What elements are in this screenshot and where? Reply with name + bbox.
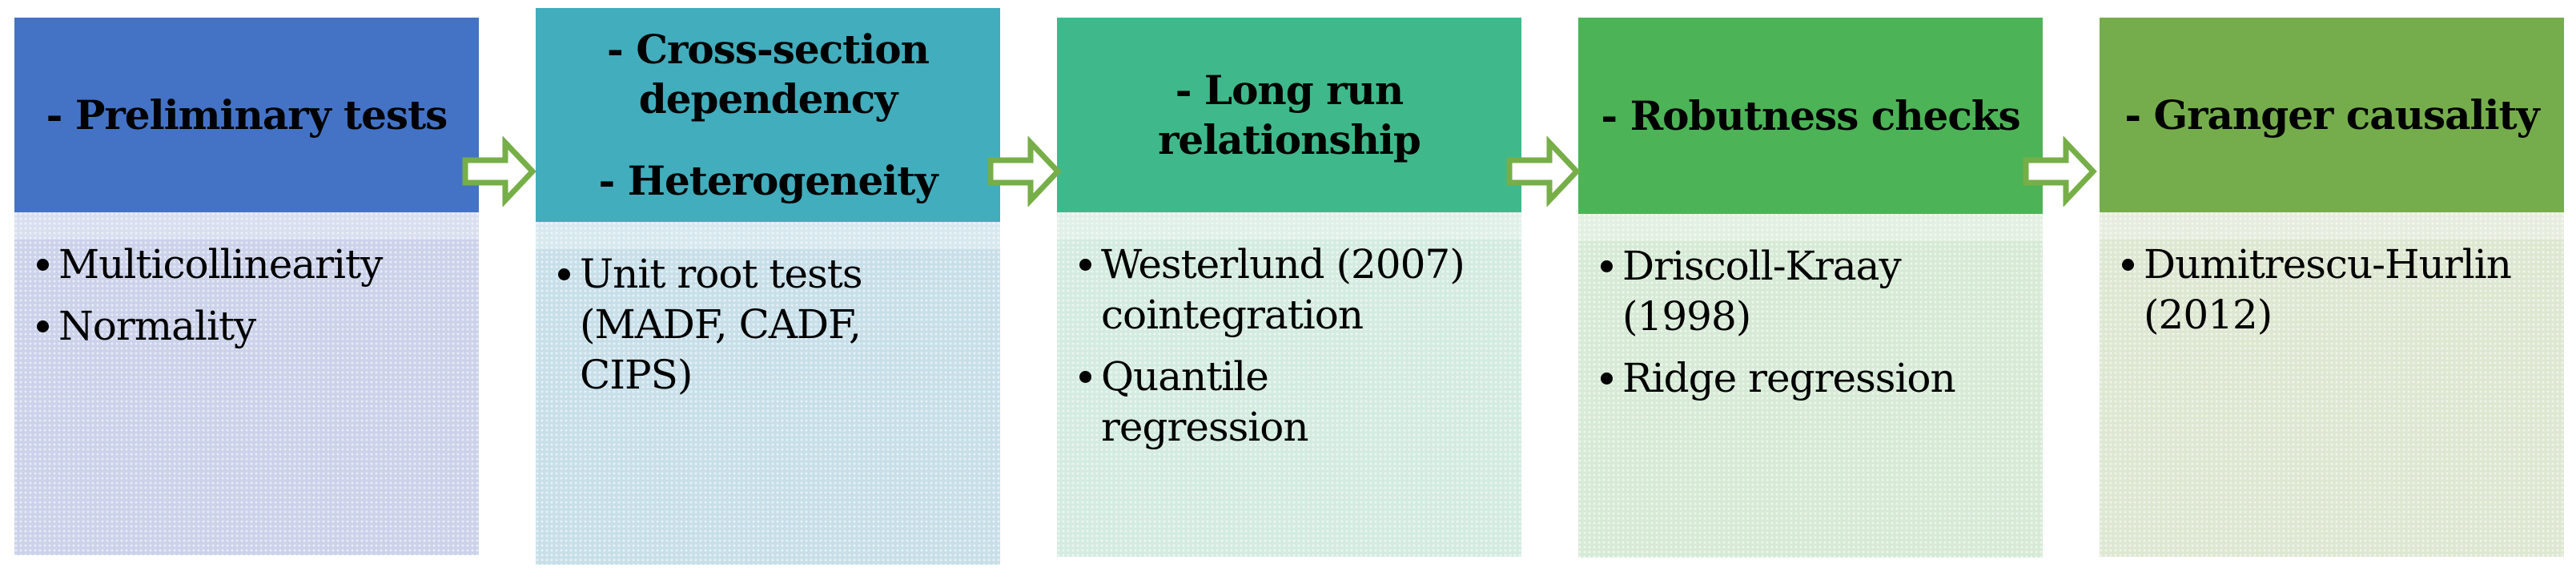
flow-arrow-icon (461, 136, 536, 207)
stage-header: - Robutness checks (1578, 18, 2043, 214)
bullet-list: Multicollinearity Normality (14, 240, 464, 352)
stage-header: - Cross-section dependency - Heterogenei… (536, 8, 1000, 222)
stage-preliminary-tests: - Preliminary tests Multicollinearity No… (14, 18, 479, 555)
bullet-item: Driscoll-Kraay (1998) (1578, 241, 2028, 342)
bullet-list: Unit root tests (MADF, CADF, CIPS) (536, 249, 986, 401)
bullet-item: Dumitrescu-Hurlin (2012) (2100, 240, 2550, 340)
bullet-item: Multicollinearity (14, 240, 464, 290)
bullet-item: Westerlund (2007) cointegration (1057, 240, 1507, 340)
stage-title: - Granger causality (2124, 91, 2539, 139)
stage-body: Multicollinearity Normality (14, 212, 479, 555)
stage-header: - Granger causality (2100, 18, 2564, 212)
stage-title: - Long run relationship (1158, 66, 1421, 163)
stage-granger-causality: - Granger causality Dumitrescu-Hurlin (2… (2100, 18, 2564, 557)
stage-body: Unit root tests (MADF, CADF, CIPS) (536, 222, 1000, 565)
stage-cross-section-dependency: - Cross-section dependency - Heterogenei… (536, 8, 1000, 565)
stage-title: - Cross-section dependency (607, 25, 930, 123)
bullet-item: Quantile regression (1057, 352, 1507, 453)
flow-arrow-icon (987, 136, 1062, 207)
stage-long-run-relationship: - Long run relationship Westerlund (2007… (1057, 18, 1521, 557)
bullet-list: Driscoll-Kraay (1998) Ridge regression (1578, 241, 2028, 404)
stage-body: Westerlund (2007) cointegration Quantile… (1057, 212, 1521, 557)
stage-header: - Long run relationship (1057, 18, 1521, 212)
flow-arrow-icon (2022, 136, 2097, 207)
bullet-item: Unit root tests (MADF, CADF, CIPS) (536, 249, 986, 401)
bullet-item: Ridge regression (1578, 353, 2028, 404)
bullet-list: Dumitrescu-Hurlin (2012) (2100, 240, 2550, 340)
stage-body: Driscoll-Kraay (1998) Ridge regression (1578, 214, 2043, 558)
stage-robustness-checks: - Robutness checks Driscoll-Kraay (1998)… (1578, 18, 2043, 558)
stage-title: - Preliminary tests (46, 91, 448, 139)
stage-body: Dumitrescu-Hurlin (2012) (2100, 212, 2564, 557)
stage-header: - Preliminary tests (14, 18, 479, 212)
stage-title: - Robutness checks (1601, 91, 2020, 139)
bullet-list: Westerlund (2007) cointegration Quantile… (1057, 240, 1507, 453)
flow-arrow-icon (1505, 136, 1581, 207)
bullet-item: Normality (14, 301, 464, 352)
stage-title: - Heterogeneity (598, 156, 938, 204)
